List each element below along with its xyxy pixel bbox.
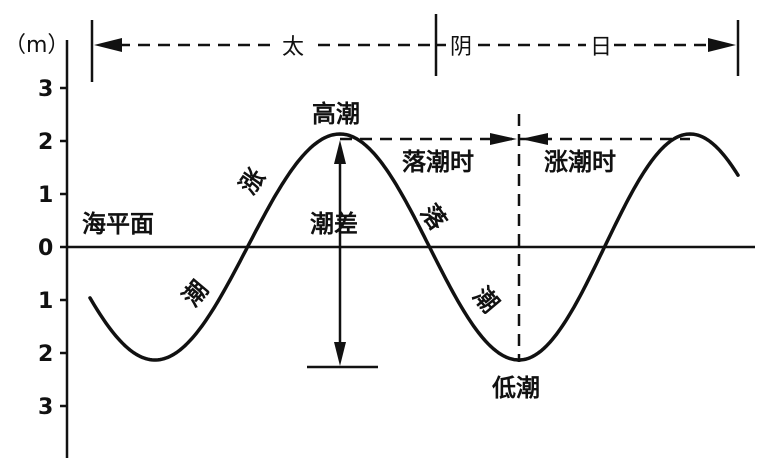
rise-label-chao: 潮 (177, 275, 214, 311)
bracket-right-arrow (708, 38, 736, 52)
axis-unit: （m） (4, 33, 69, 58)
tick-label-3-up: 3 (38, 77, 53, 102)
period-label-tai: 太 (282, 35, 304, 60)
lunar-day-bracket (90, 14, 740, 82)
flood-arrow (521, 133, 548, 145)
tick-label-2-down: 2 (38, 342, 53, 367)
period-label-ri: 日 (590, 35, 612, 60)
tidal-range-label: 潮差 (310, 210, 358, 238)
rise-label-zhang: 涨 (234, 164, 271, 200)
y-ticks (60, 86, 67, 408)
tidal-range-up-arrow (334, 140, 346, 164)
tick-label-1-down: 1 (38, 289, 53, 314)
tidal-range-down-arrow (334, 342, 346, 366)
flood-time-label: 涨潮时 (544, 148, 616, 176)
sea-level-label: 海平面 (82, 210, 154, 238)
ebb-arrow (490, 133, 517, 145)
tick-label-2-up: 2 (38, 130, 53, 155)
tick-label-0: 0 (38, 236, 53, 261)
bracket-left-arrow (94, 38, 122, 52)
tide-curve (88, 132, 740, 362)
period-label-yin: 阴 (450, 35, 472, 60)
tick-label-3-down: 3 (38, 395, 53, 420)
low-tide-label: 低潮 (491, 374, 540, 402)
high-tide-label: 高潮 (312, 100, 360, 128)
fall-label-chao: 潮 (467, 282, 504, 318)
ebb-time-label: 落潮时 (402, 148, 474, 176)
tick-label-1-up: 1 (38, 183, 53, 208)
